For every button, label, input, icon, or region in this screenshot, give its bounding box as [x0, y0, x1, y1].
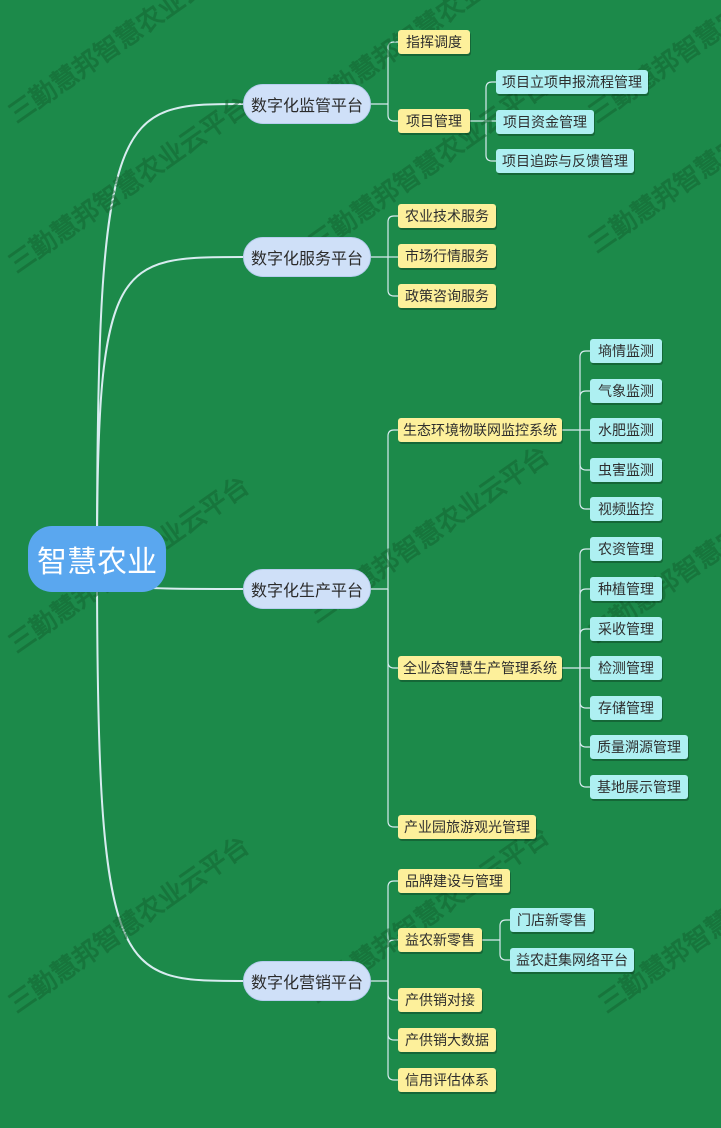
topic-yinong-new-retail[interactable]: 益农新零售 [398, 928, 482, 952]
subtopic-project-tracking[interactable]: 项目追踪与反馈管理 [496, 149, 634, 173]
topic-command-dispatch[interactable]: 指挥调度 [398, 30, 470, 54]
connector-line [485, 121, 496, 162]
subtopic-pest[interactable]: 虫害监测 [590, 458, 662, 482]
branch-digital-service[interactable]: 数字化服务平台 [243, 237, 371, 277]
connector-line [96, 256, 244, 560]
topic-iot-monitoring-system[interactable]: 生态环境物联网监控系统 [398, 418, 562, 442]
connector-line [387, 215, 398, 257]
topic-industrial-park-tourism[interactable]: 产业园旅游观光管理 [398, 815, 536, 839]
topic-credit-evaluation[interactable]: 信用评估体系 [398, 1068, 496, 1092]
subtopic-soil-moisture[interactable]: 墒情监测 [590, 339, 662, 363]
connector-line [387, 429, 398, 589]
subtopic-water-fertilizer[interactable]: 水肥监测 [590, 418, 662, 442]
connector-line [96, 558, 244, 982]
connector-line [579, 668, 590, 788]
connector-line [387, 981, 398, 1041]
connector-line [387, 41, 398, 104]
subtopic-yinong-online-market[interactable]: 益农赶集网络平台 [510, 948, 634, 972]
subtopic-agri-supplies[interactable]: 农资管理 [590, 537, 662, 561]
connector-line [387, 257, 398, 297]
connector-line [387, 104, 398, 122]
subtopic-planting[interactable]: 种植管理 [590, 577, 662, 601]
topic-brand-building[interactable]: 品牌建设与管理 [398, 869, 510, 893]
branch-digital-production[interactable]: 数字化生产平台 [243, 569, 371, 609]
connector-line [579, 628, 590, 668]
topic-agri-tech-service[interactable]: 农业技术服务 [398, 204, 496, 228]
connector-line [499, 919, 510, 940]
subtopic-project-funds[interactable]: 项目资金管理 [496, 110, 594, 134]
connector-line [579, 548, 590, 668]
connector-line [387, 589, 398, 669]
topic-policy-consulting[interactable]: 政策咨询服务 [398, 284, 496, 308]
topic-production-management-system[interactable]: 全业态智慧生产管理系统 [398, 656, 562, 680]
subtopic-storage[interactable]: 存储管理 [590, 696, 662, 720]
connector-line [579, 588, 590, 668]
subtopic-project-approval-process[interactable]: 项目立项申报流程管理 [496, 70, 648, 94]
connector-line [579, 350, 590, 430]
subtopic-base-display[interactable]: 基地展示管理 [590, 775, 688, 799]
connector-line [579, 668, 590, 709]
connector-line [579, 430, 590, 510]
subtopic-video-surveillance[interactable]: 视频监控 [590, 497, 662, 521]
subtopic-weather[interactable]: 气象监测 [590, 379, 662, 403]
subtopic-store-new-retail[interactable]: 门店新零售 [510, 908, 594, 932]
connector-line [387, 981, 398, 1081]
topic-market-service[interactable]: 市场行情服务 [398, 244, 496, 268]
connector-line [387, 589, 398, 828]
connector-line [387, 981, 398, 1001]
connector-line [579, 390, 590, 430]
branch-digital-supervision[interactable]: 数字化监管平台 [243, 84, 371, 124]
branch-digital-marketing[interactable]: 数字化营销平台 [243, 961, 371, 1001]
connector-line [387, 939, 398, 981]
topic-supply-sales-docking[interactable]: 产供销对接 [398, 988, 482, 1012]
connector-line [96, 103, 244, 560]
root-topic[interactable]: 智慧农业 [28, 526, 166, 592]
subtopic-harvest[interactable]: 采收管理 [590, 617, 662, 641]
connector-line [387, 880, 398, 981]
connector-line [579, 430, 590, 471]
connector-line [499, 940, 510, 961]
subtopic-quality-traceability[interactable]: 质量溯源管理 [590, 735, 688, 759]
topic-supply-sales-bigdata[interactable]: 产供销大数据 [398, 1028, 496, 1052]
topic-project-management[interactable]: 项目管理 [398, 109, 470, 133]
connector-line [485, 81, 496, 121]
subtopic-inspection[interactable]: 检测管理 [590, 656, 662, 680]
